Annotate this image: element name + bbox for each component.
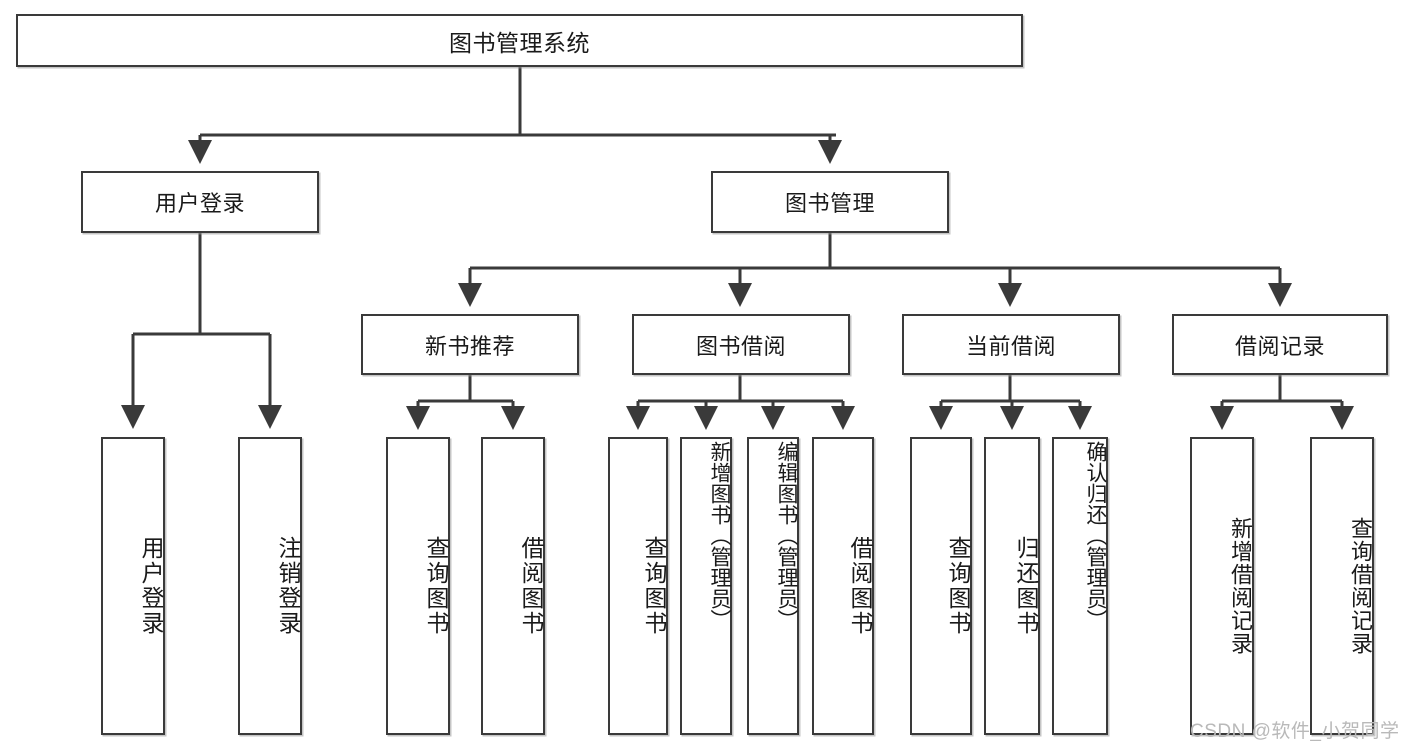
- node-root[interactable]: 图书管理系统: [16, 14, 1023, 67]
- leaf-add-book-admin[interactable]: 新增图书（管理员）: [680, 437, 732, 735]
- node-book-manage[interactable]: 图书管理: [711, 171, 949, 233]
- node-label: 查询借阅记录: [1348, 517, 1373, 655]
- node-label: 编辑图书（管理员）: [775, 441, 798, 630]
- leaf-confirm-return-admin[interactable]: 确认归还（管理员）: [1052, 437, 1108, 735]
- leaf-query-book-3[interactable]: 查询图书: [910, 437, 972, 735]
- node-label: 用户登录: [138, 536, 164, 636]
- watermark: CSDN @软件_小贺同学: [1190, 721, 1400, 742]
- leaf-borrow-book-2[interactable]: 借阅图书: [812, 437, 874, 735]
- node-label: 图书管理: [784, 191, 875, 216]
- node-label: 当前借阅: [965, 333, 1056, 359]
- node-new-book-recommend[interactable]: 新书推荐: [361, 314, 579, 375]
- node-label: 图书管理系统: [449, 29, 590, 56]
- node-label: 借阅记录: [1234, 333, 1325, 359]
- leaf-query-book-1[interactable]: 查询图书: [386, 437, 450, 735]
- node-label: 新增借阅记录: [1228, 517, 1253, 655]
- node-label: 新增图书（管理员）: [708, 441, 731, 630]
- leaf-return-book[interactable]: 归还图书: [984, 437, 1040, 735]
- node-label: 注销登录: [275, 536, 301, 636]
- leaf-logout-login[interactable]: 注销登录: [238, 437, 302, 735]
- node-label: 查询图书: [423, 536, 449, 636]
- node-user-login[interactable]: 用户登录: [81, 171, 319, 233]
- node-label: 用户登录: [154, 191, 245, 216]
- leaf-query-borrow-record[interactable]: 查询借阅记录: [1310, 437, 1374, 735]
- node-borrow-record[interactable]: 借阅记录: [1172, 314, 1388, 375]
- leaf-add-borrow-record[interactable]: 新增借阅记录: [1190, 437, 1254, 735]
- leaf-query-book-2[interactable]: 查询图书: [608, 437, 668, 735]
- node-current-borrow[interactable]: 当前借阅: [902, 314, 1120, 375]
- node-label: 图书借阅: [695, 333, 786, 359]
- leaf-edit-book-admin[interactable]: 编辑图书（管理员）: [747, 437, 799, 735]
- leaf-user-login[interactable]: 用户登录: [101, 437, 165, 735]
- node-label: 查询图书: [641, 536, 667, 636]
- node-book-borrow[interactable]: 图书借阅: [632, 314, 850, 375]
- node-label: 新书推荐: [424, 333, 515, 359]
- node-label: 借阅图书: [518, 536, 544, 636]
- node-label: 借阅图书: [847, 536, 873, 636]
- node-label: 确认归还（管理员）: [1084, 441, 1107, 630]
- leaf-borrow-book-1[interactable]: 借阅图书: [481, 437, 545, 735]
- node-label: 查询图书: [945, 536, 971, 636]
- node-label: 归还图书: [1013, 536, 1039, 636]
